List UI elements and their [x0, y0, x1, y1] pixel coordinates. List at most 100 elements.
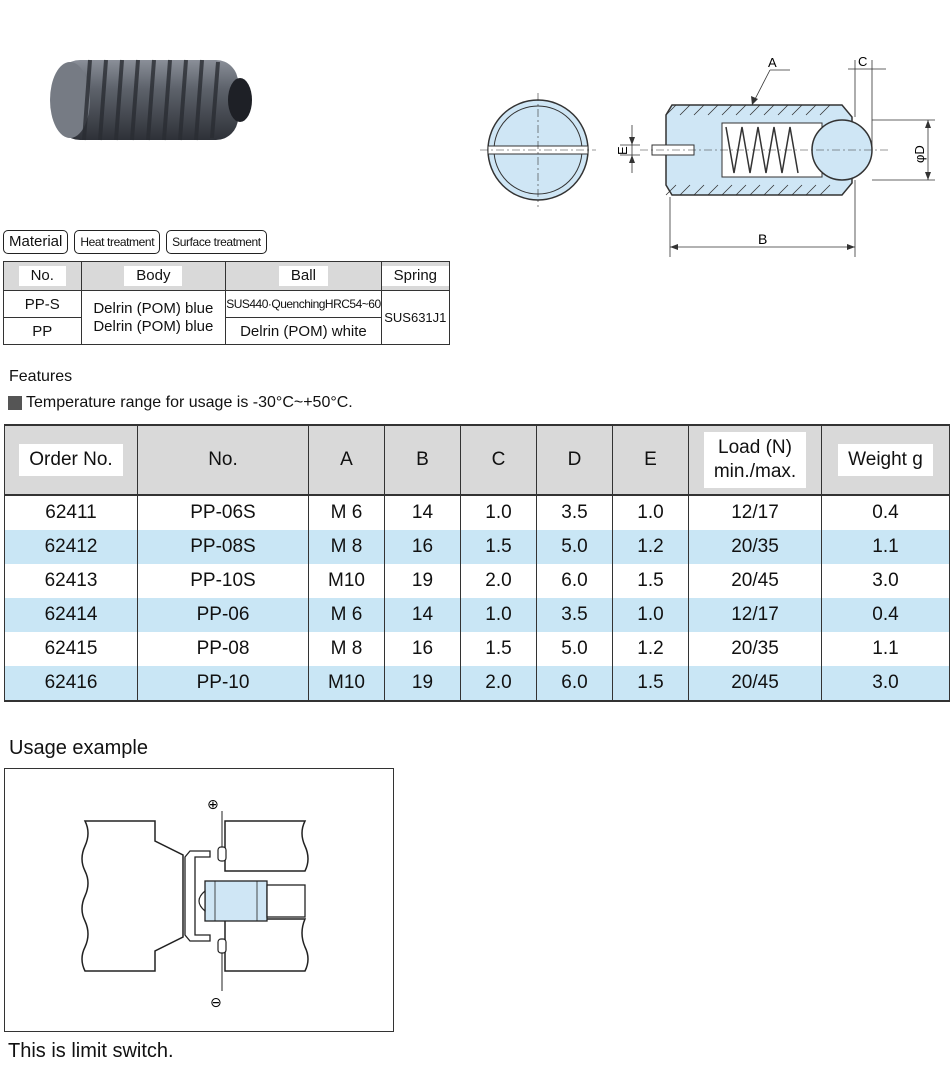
material-spring-cell: SUS631J1: [380, 290, 451, 345]
header-load: Load (N)min./max.: [688, 424, 822, 496]
e-cell: 1.2: [612, 632, 689, 666]
e-cell: 1.0: [612, 495, 689, 530]
tag-material: Material: [3, 230, 69, 254]
load-cell: 20/45: [688, 564, 822, 598]
a-cell: M 8: [308, 632, 385, 666]
label-e: E: [615, 146, 630, 155]
header-weight: Weight g: [821, 424, 950, 496]
feature-item: Temperature range for usage is -30°C~+50…: [8, 394, 353, 412]
load-cell: 20/35: [688, 632, 822, 666]
load-cell: 20/35: [688, 530, 822, 564]
a-cell: M10: [308, 666, 385, 702]
a-cell: M10: [308, 564, 385, 598]
material-no-cell: PP-S: [3, 290, 82, 318]
c-cell: 2.0: [460, 666, 537, 702]
material-table: No. Body Ball Spring PP-S Delrin (POM) b…: [3, 261, 451, 345]
header-b: B: [384, 424, 461, 496]
label-d: φD: [912, 145, 927, 163]
attribute-tags: Material Heat treatment Surface treatmen…: [3, 230, 267, 254]
weight-cell: 3.0: [821, 564, 950, 598]
order-no-cell: 62412: [4, 530, 138, 564]
minus-terminal-icon: ⊖: [210, 995, 222, 1011]
table-row: PP-S Delrin (POM) blue SUS440·QuenchingH…: [3, 290, 451, 345]
spec-table: Order No. No. A B C D E Load (N)min./max…: [4, 424, 950, 702]
d-cell: 5.0: [536, 632, 613, 666]
material-body-cell: Delrin (POM) blue: [80, 317, 227, 345]
a-cell: M 8: [308, 530, 385, 564]
d-cell: 5.0: [536, 530, 613, 564]
label-a: A: [768, 55, 777, 70]
c-cell: 1.0: [460, 495, 537, 530]
table-row: 62414 PP-06 M 6 14 1.0 3.5 1.0 12/17 0.4: [4, 598, 950, 632]
d-cell: 3.5: [536, 598, 613, 632]
material-header-row: No. Body Ball Spring: [3, 261, 451, 291]
order-no-cell: 62413: [4, 564, 138, 598]
e-cell: 1.5: [612, 666, 689, 702]
a-cell: M 6: [308, 598, 385, 632]
d-cell: 3.5: [536, 495, 613, 530]
table-row: 62416 PP-10 M10 19 2.0 6.0 1.5 20/45 3.0: [4, 666, 950, 702]
technical-drawing: A B C φD E: [480, 55, 935, 257]
table-row: 62415 PP-08 M 8 16 1.5 5.0 1.2 20/35 1.1: [4, 632, 950, 666]
order-no-cell: 62415: [4, 632, 138, 666]
label-c: C: [858, 55, 867, 69]
table-row: 62412 PP-08S M 8 16 1.5 5.0 1.2 20/35 1.…: [4, 530, 950, 564]
header-c: C: [460, 424, 537, 496]
material-body-cell: Delrin (POM) blue: [80, 290, 227, 318]
bullet-square-icon: [8, 396, 22, 410]
c-cell: 1.5: [460, 530, 537, 564]
header-a: A: [308, 424, 385, 496]
order-no-cell: 62414: [4, 598, 138, 632]
d-cell: 6.0: [536, 564, 613, 598]
e-cell: 1.0: [612, 598, 689, 632]
c-cell: 1.5: [460, 632, 537, 666]
header-order-no: Order No.: [4, 424, 138, 496]
material-ball-cell: Delrin (POM) white: [225, 317, 382, 345]
material-header-no: No.: [3, 261, 82, 291]
part-no-cell: PP-10: [137, 666, 309, 702]
tag-surface-treatment: Surface treatment: [166, 230, 267, 254]
weight-cell: 3.0: [821, 666, 950, 702]
usage-title: Usage example: [9, 737, 148, 759]
part-no-cell: PP-08: [137, 632, 309, 666]
weight-cell: 1.1: [821, 530, 950, 564]
end-view: [480, 93, 596, 207]
header-e: E: [612, 424, 689, 496]
e-cell: 1.5: [612, 564, 689, 598]
material-ball-cell: SUS440·QuenchingHRC54~60: [225, 290, 382, 318]
b-cell: 16: [384, 530, 461, 564]
material-header-body: Body: [80, 261, 227, 291]
usage-illustration-frame: ⊕ ⊖: [4, 768, 394, 1032]
part-no-cell: PP-08S: [137, 530, 309, 564]
header-d: D: [536, 424, 613, 496]
b-cell: 19: [384, 666, 461, 702]
product-photo: [50, 59, 252, 141]
weight-cell: 1.1: [821, 632, 950, 666]
features-title: Features: [9, 368, 73, 385]
weight-cell: 0.4: [821, 495, 950, 530]
part-no-cell: PP-06S: [137, 495, 309, 530]
part-no-cell: PP-06: [137, 598, 309, 632]
e-cell: 1.2: [612, 530, 689, 564]
table-row: 62413 PP-10S M10 19 2.0 6.0 1.5 20/45 3.…: [4, 564, 950, 598]
table-row: PP Delrin (POM) blue Delrin (POM) white: [3, 317, 450, 345]
a-cell: M 6: [308, 495, 385, 530]
load-cell: 12/17: [688, 495, 822, 530]
table-row: 62411 PP-06S M 6 14 1.0 3.5 1.0 12/17 0.…: [4, 495, 950, 530]
tag-heat-treatment: Heat treatment: [74, 230, 161, 254]
b-cell: 14: [384, 598, 461, 632]
load-cell: 12/17: [688, 598, 822, 632]
b-cell: 14: [384, 495, 461, 530]
c-cell: 1.0: [460, 598, 537, 632]
order-no-cell: 62416: [4, 666, 138, 702]
material-header-spring: Spring: [380, 261, 451, 291]
b-cell: 19: [384, 564, 461, 598]
material-header-ball: Ball: [225, 261, 382, 291]
spec-header-row: Order No. No. A B C D E Load (N)min./max…: [4, 424, 950, 496]
load-cell: 20/45: [688, 666, 822, 702]
material-no-cell: PP: [3, 317, 82, 345]
header-no: No.: [137, 424, 309, 496]
feature-text: Temperature range for usage is -30°C~+50…: [26, 394, 353, 411]
section-view: [640, 104, 890, 196]
label-b: B: [758, 231, 767, 247]
